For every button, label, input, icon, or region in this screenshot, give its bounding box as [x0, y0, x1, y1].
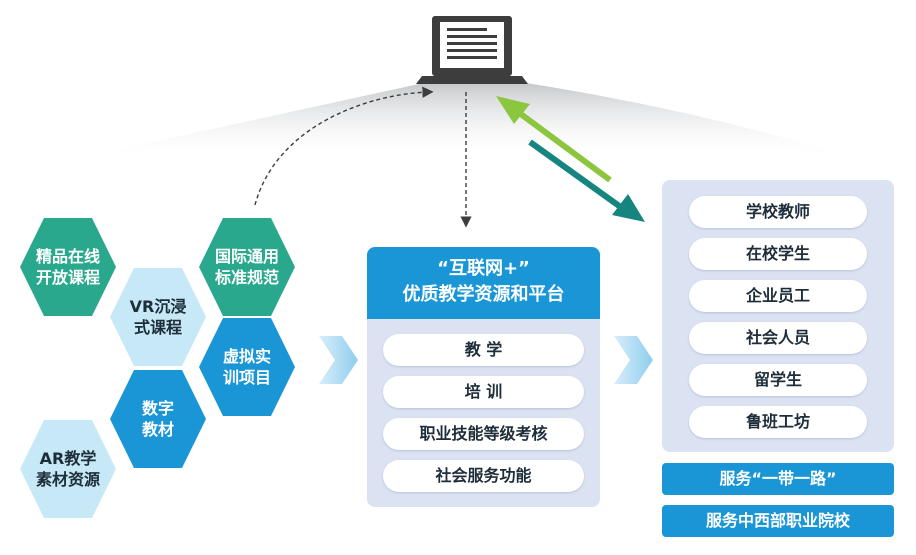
dashed-curve-arrow [254, 86, 434, 206]
chevron-arrow-2 [614, 336, 653, 384]
hex-digital-textbooks [110, 370, 206, 468]
platform-item-social-service: 社会服务功能 [383, 460, 584, 492]
audience-item-students: 在校学生 [689, 238, 867, 270]
hex-virtual-training [199, 318, 295, 416]
platform-title-line2: 优质教学资源和平台 [402, 284, 565, 305]
platform-title-line1: “互联网+” [437, 258, 530, 279]
hex-label-ar-resources: AR教学 素材资源 [35, 449, 100, 489]
hex-quality-courses [20, 218, 116, 316]
audience-item-employees: 企业员工 [689, 280, 867, 312]
hex-label-quality-courses: 精品在线 开放课程 [35, 247, 100, 287]
platform-item-skill-exam: 职业技能等级考核 [383, 418, 584, 450]
light-fan [70, 82, 860, 160]
audience-item-luban-workshop: 鲁班工坊 [689, 406, 867, 438]
hex-label-virtual-training: 虚拟实 训项目 [222, 347, 271, 387]
service-belt-road: 服务“一带一路” [662, 463, 894, 495]
chevron-arrow-1 [319, 336, 358, 384]
teal-arrow [528, 139, 645, 222]
audience-item-intl-students: 留学生 [689, 364, 867, 396]
hex-ar-resources [20, 420, 116, 518]
hex-vr-courses [110, 268, 206, 366]
laptop-icon [416, 16, 528, 84]
green-arrow [496, 96, 612, 183]
platform-item-training: 培 训 [383, 376, 584, 408]
audience-item-public: 社会人员 [689, 322, 867, 354]
platform-item-teaching: 教 学 [383, 334, 584, 366]
platform-title: “互联网+” 优质教学资源和平台 [367, 247, 600, 319]
hex-standards [199, 218, 295, 316]
service-central-west: 服务中西部职业院校 [662, 505, 894, 537]
audience-item-teachers: 学校教师 [689, 196, 867, 228]
hex-label-vr-courses: VR沉浸 式课程 [129, 297, 187, 337]
hex-label-digital-textbooks: 数字 教材 [141, 399, 174, 439]
hex-label-standards: 国际通用 标准规范 [214, 247, 279, 287]
